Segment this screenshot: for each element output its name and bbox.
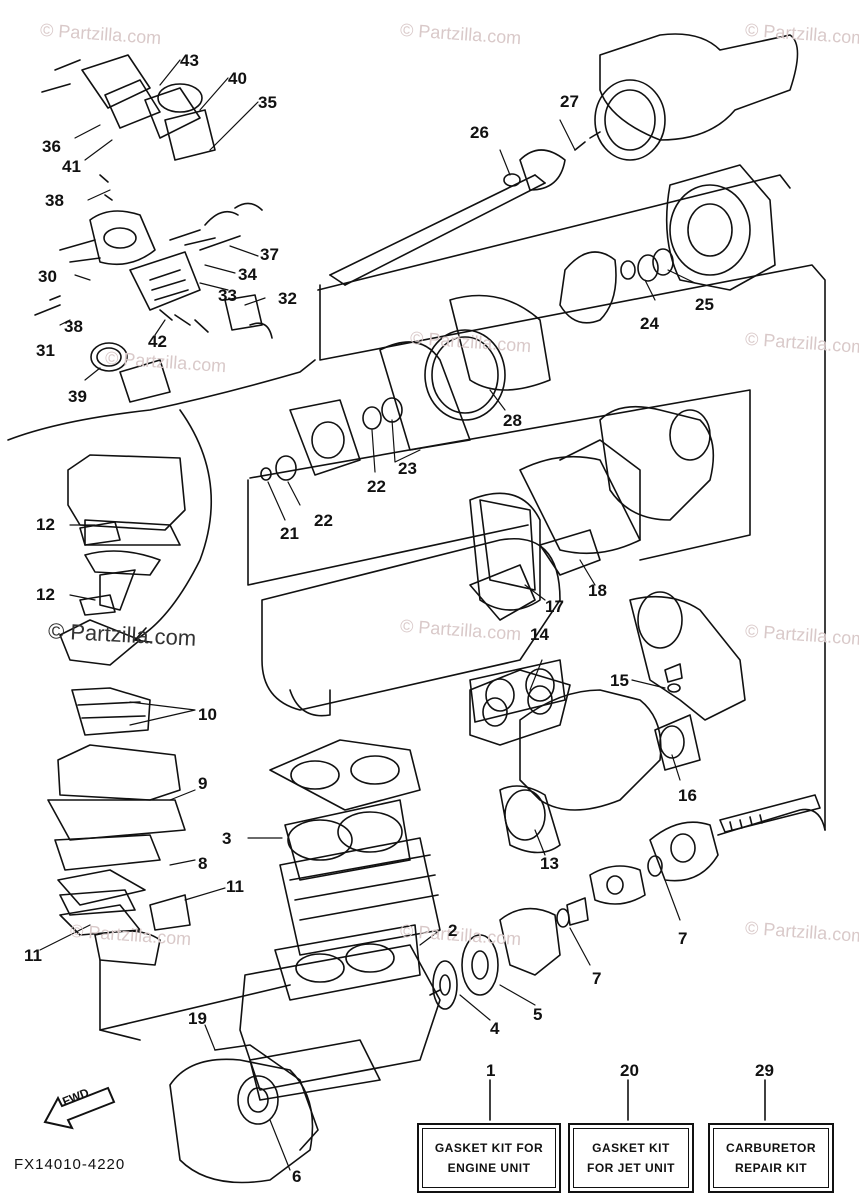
- kit-engine-line2: ENGINE UNIT: [447, 1161, 531, 1175]
- callout-6: 6: [292, 1167, 302, 1186]
- callout-1: 1: [486, 1061, 496, 1080]
- callout-24: 24: [640, 314, 659, 333]
- kit-engine-box: GASKET KIT FOR ENGINE UNIT: [417, 1123, 561, 1193]
- callout-30: 30: [38, 267, 57, 286]
- callout-8: 8: [198, 854, 208, 873]
- drive-coupling: [499, 794, 821, 976]
- callout-38-bottom: 38: [64, 317, 83, 336]
- exhaust-assembly: [261, 405, 715, 717]
- callout-38-top: 38: [45, 191, 64, 210]
- callout-12-top: 12: [36, 515, 55, 534]
- kit-carb-box: CARBURETOR REPAIR KIT: [708, 1123, 834, 1193]
- carburetor-assembly: [7, 54, 316, 643]
- callout-40: 40: [228, 69, 247, 88]
- callout-22-right: 22: [367, 477, 386, 496]
- callout-37: 37: [260, 245, 279, 264]
- diagram-code: FX14010-4220: [14, 1156, 126, 1173]
- callout-9: 9: [198, 774, 208, 793]
- callout-17: 17: [545, 597, 564, 616]
- callout-12-bottom: 12: [36, 585, 55, 604]
- callout-23: 23: [398, 459, 417, 478]
- callout-43: 43: [180, 51, 199, 70]
- callout-39: 39: [68, 387, 87, 406]
- callout-10: 10: [198, 705, 217, 724]
- callout-29: 29: [755, 1061, 774, 1080]
- leader-lines: [39, 59, 696, 1171]
- callout-15: 15: [610, 671, 629, 690]
- callout-42: 42: [148, 332, 167, 351]
- callout-21: 21: [280, 524, 299, 543]
- intake-gaskets: [47, 454, 291, 1041]
- callout-31: 31: [36, 341, 55, 360]
- callout-28: 28: [503, 411, 522, 430]
- callout-19: 19: [188, 1009, 207, 1028]
- callout-7-right: 7: [678, 929, 688, 948]
- callout-33: 33: [218, 286, 237, 305]
- callout-25: 25: [695, 295, 714, 314]
- callout-11-left: 11: [24, 946, 42, 965]
- callout-4: 4: [490, 1019, 500, 1038]
- kit-engine-line1: GASKET KIT FOR: [434, 1140, 544, 1155]
- callout-36: 36: [42, 137, 61, 156]
- callout-14: 14: [530, 625, 549, 644]
- cylinder-block: [239, 739, 441, 1101]
- kit-leaders: [489, 1079, 766, 1121]
- callout-2: 2: [448, 921, 458, 940]
- callout-16: 16: [678, 786, 697, 805]
- jet-gaskets: [469, 529, 601, 723]
- callout-41: 41: [62, 157, 81, 176]
- jet-pump-assembly: [247, 33, 826, 836]
- kit-carb-line2: REPAIR KIT: [734, 1161, 808, 1175]
- callout-11-right: 11: [226, 877, 244, 896]
- callout-35: 35: [258, 93, 277, 112]
- crank-seals: [429, 934, 499, 1010]
- callout-18: 18: [588, 581, 607, 600]
- callout-5: 5: [533, 1005, 543, 1024]
- kit-jet-line2: FOR JET UNIT: [586, 1161, 675, 1175]
- kit-carb-line1: CARBURETOR: [725, 1140, 817, 1155]
- callout-20: 20: [620, 1061, 639, 1080]
- callout-32: 32: [278, 289, 297, 308]
- callout-7-left: 7: [592, 969, 602, 988]
- exhaust-manifold: [469, 591, 746, 854]
- callout-34: 34: [238, 265, 257, 284]
- callout-22-left: 22: [314, 511, 333, 530]
- kit-jet-line1: GASKET KIT: [592, 1140, 670, 1155]
- callout-26: 26: [470, 123, 489, 142]
- callout-13: 13: [540, 854, 559, 873]
- callout-27: 27: [560, 92, 579, 111]
- kit-jet-box: GASKET KIT FOR JET UNIT: [568, 1123, 694, 1193]
- callout-3: 3: [222, 829, 232, 848]
- rotor-cover: [169, 1044, 319, 1184]
